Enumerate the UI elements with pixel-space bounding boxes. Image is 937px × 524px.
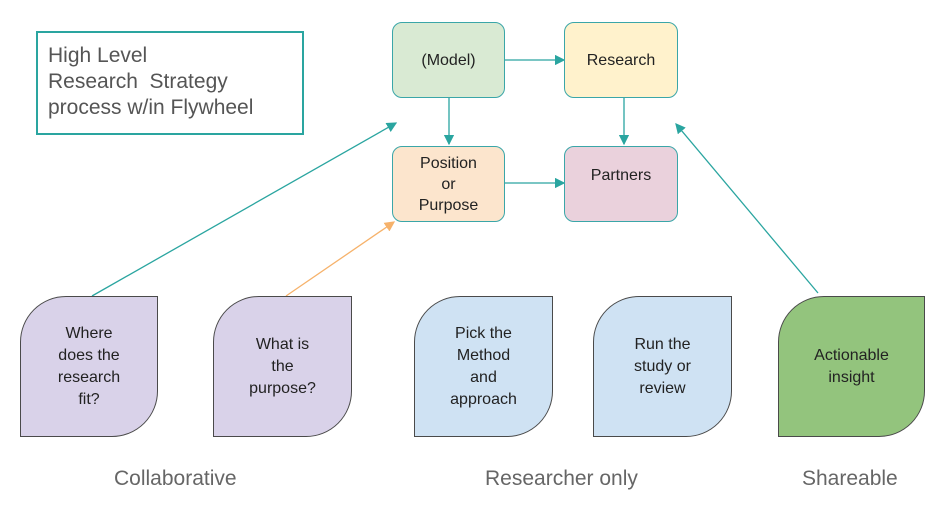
model-label: (Model): [421, 51, 476, 69]
caption-collaborative: Collaborative: [114, 467, 237, 490]
step-pick-method: Pick the Method and approach: [414, 296, 553, 437]
step-5-line-2: insight: [828, 368, 875, 386]
step-1-line-3: research: [57, 368, 121, 386]
arrow-purpose-to-position: [285, 221, 396, 297]
research-label: Research: [586, 51, 656, 69]
step-4-line-3: review: [639, 379, 686, 397]
title-line-2: Research Strategy: [48, 70, 228, 93]
step-2-line-2: the: [271, 357, 294, 375]
title-line-1: High Level: [48, 44, 148, 67]
step-where-fit: Where does the research fit?: [20, 296, 158, 437]
arrow-fit-to-flywheel: [91, 122, 398, 297]
arrow-insight-to-flywheel: [675, 123, 819, 294]
step-1-line-4: fit?: [78, 390, 100, 408]
step-what-purpose: What is the purpose?: [213, 296, 352, 437]
caption-shareable: Shareable: [802, 467, 898, 490]
research-box: Research: [564, 22, 678, 98]
step-5-line-1: Actionable: [814, 346, 889, 364]
position-line-3: Purpose: [418, 196, 479, 214]
position-line-2: or: [441, 175, 456, 193]
step-4-line-2: study or: [634, 357, 691, 375]
title-line-3: process w/in Flywheel: [48, 96, 254, 119]
step-3-line-4: approach: [450, 390, 517, 408]
partners-label: Partners: [590, 167, 652, 184]
diagram-title: High Level Research Strategy process w/i…: [36, 31, 304, 135]
step-4-line-1: Run the: [634, 335, 691, 353]
step-run-study: Run the study or review: [593, 296, 732, 437]
step-3-line-1: Pick the: [455, 324, 512, 342]
step-1-line-2: does the: [58, 346, 120, 364]
step-3-line-2: Method: [456, 346, 511, 364]
position-line-1: Position: [420, 154, 477, 172]
model-box: (Model): [392, 22, 505, 98]
step-actionable-insight: Actionable insight: [778, 296, 925, 437]
step-2-line-3: purpose?: [249, 379, 316, 397]
caption-researcher-only: Researcher only: [485, 467, 638, 490]
step-1-line-1: Where: [65, 324, 113, 342]
step-2-line-1: What is: [255, 335, 310, 353]
position-purpose-box: Position or Purpose: [392, 146, 505, 222]
partners-box: Partners: [564, 146, 678, 222]
step-3-line-3: and: [470, 368, 497, 386]
